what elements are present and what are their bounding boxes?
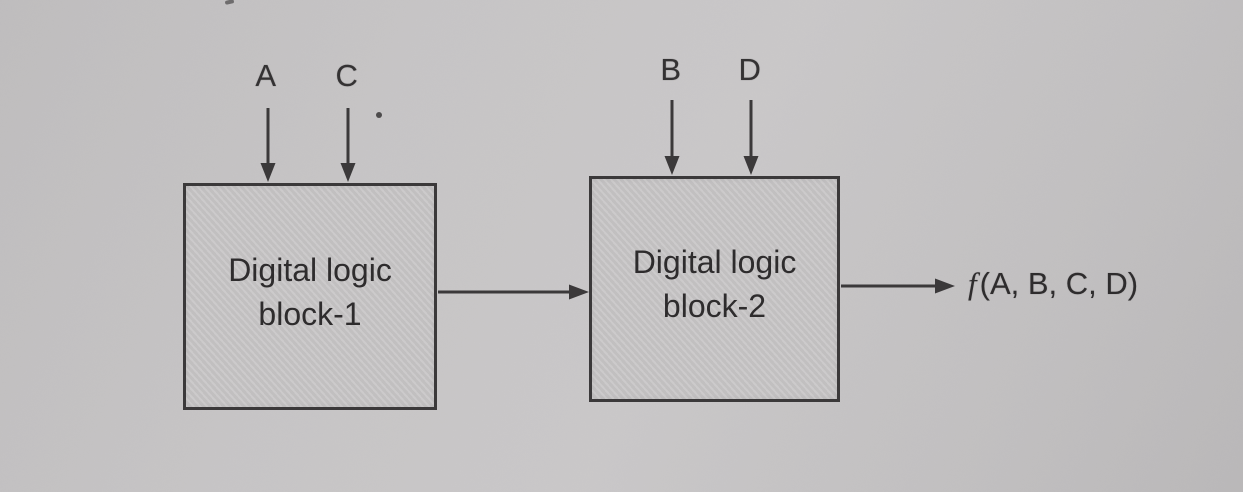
block2-label-line2: block-2 xyxy=(662,288,767,324)
block2-label-line1: Digital logic xyxy=(632,244,797,280)
input-arrow-b xyxy=(664,100,680,175)
output-function-args: (A, B, C, D) xyxy=(979,266,1139,301)
input-label-c: C xyxy=(335,58,359,93)
input-arrow-c xyxy=(340,108,356,182)
output-function-f: f xyxy=(968,266,977,301)
output-arrow xyxy=(841,278,955,294)
block1-to-block2-arrow xyxy=(438,284,589,300)
input-label-a: A xyxy=(255,58,277,93)
block1-label-line1: Digital logic xyxy=(228,251,392,288)
input-arrow-a xyxy=(260,108,276,182)
digital-logic-block-2: Digital logic block-2 xyxy=(589,176,840,402)
input-label-d: D xyxy=(738,52,762,87)
output-function-label: f(A, B, C, D) xyxy=(968,266,1138,302)
block1-label-line2: block-1 xyxy=(258,295,362,332)
stray-dot-mark xyxy=(376,112,382,118)
top-edge-speck xyxy=(224,0,235,5)
input-label-b: B xyxy=(660,52,682,87)
input-arrow-d xyxy=(743,100,759,175)
digital-logic-block-1: Digital logic block-1 xyxy=(183,183,437,410)
